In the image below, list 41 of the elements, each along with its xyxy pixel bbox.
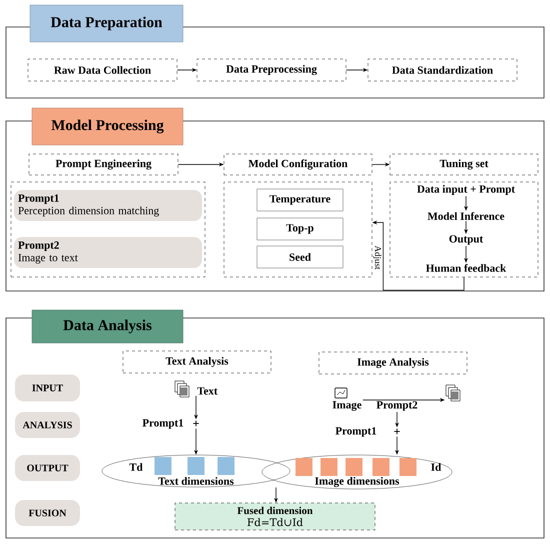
dimension-symbol: Td	[129, 463, 143, 471]
fused-box: Fused dimension Fd=Td∪Id	[174, 502, 376, 530]
prompt-card: Prompt1 Perception dimension matching	[14, 190, 202, 221]
process-box: Text Analysis	[122, 350, 272, 374]
process-box: Prompt Engineering	[28, 154, 178, 176]
step-text: Output	[449, 235, 484, 245]
process-box: Tuning set	[390, 154, 538, 176]
stage-label: FUSION	[15, 500, 80, 526]
group-box	[224, 182, 372, 278]
group-box	[10, 182, 206, 278]
step-text: Model Inference	[428, 212, 504, 220]
step-text: Image	[332, 401, 362, 411]
dimension-caption: Text dimensions	[158, 477, 234, 485]
dimension-caption: Image dimensions	[315, 476, 400, 488]
parameter-box: Temperature	[256, 188, 344, 212]
step-text: Human feedback	[426, 264, 506, 272]
process-box: Data Preprocessing	[196, 58, 346, 82]
section-tab: Data Preparation	[30, 4, 184, 42]
document-icon	[446, 384, 460, 402]
section-tab: Model Processing	[32, 108, 184, 146]
prompt-text: Prompt1	[336, 427, 376, 437]
edge-label: Adjust	[373, 246, 382, 270]
parameter-box: Seed	[256, 246, 344, 268]
input-text: Text	[197, 387, 218, 395]
stage-label: ANALYSIS	[15, 412, 80, 438]
section-tab: Data Analysis	[32, 310, 184, 344]
stage-label: INPUT	[15, 374, 80, 402]
process-box: Image Analysis	[318, 352, 468, 374]
step-text: Prompt2	[376, 401, 418, 411]
process-box: Raw Data Collection	[28, 58, 178, 82]
stage-label: OUTPUT	[15, 455, 80, 481]
process-box: Model Configuration	[224, 154, 372, 176]
plus-sign: +	[193, 420, 199, 426]
parameter-box: Top-p	[256, 218, 344, 240]
group-box	[390, 182, 538, 278]
process-box: Data Standardization	[368, 58, 518, 82]
plus-sign: +	[394, 428, 400, 434]
step-text: Data input + Prompt	[417, 185, 515, 195]
prompt-card: Prompt2 Image to text	[14, 237, 202, 268]
dimension-symbol: Id	[431, 463, 442, 471]
prompt-text: Prompt1	[142, 419, 184, 429]
